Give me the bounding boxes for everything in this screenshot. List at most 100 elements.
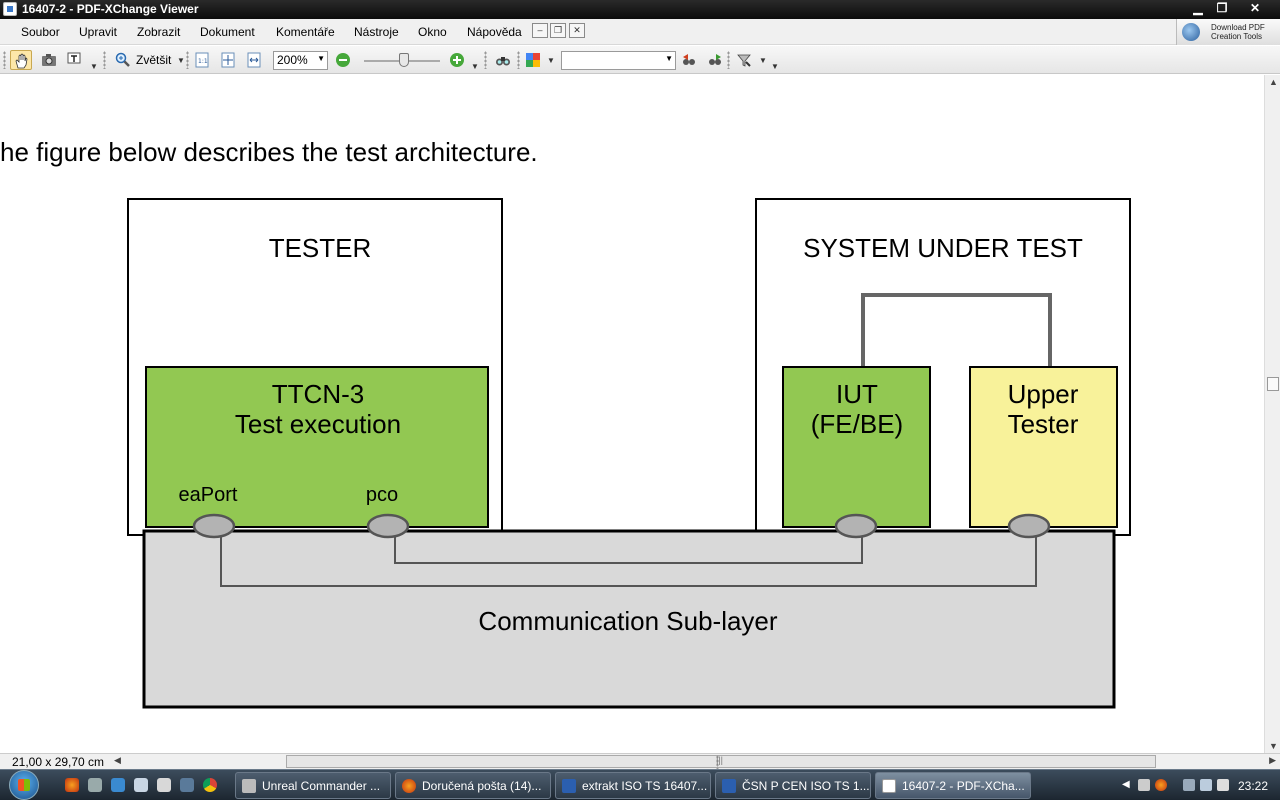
- chevron-down-icon[interactable]: ▼: [90, 62, 98, 71]
- download-label-line2: Creation Tools: [1211, 32, 1262, 41]
- zoom-slider-thumb[interactable]: [399, 53, 409, 67]
- minimize-button[interactable]: ▁: [1193, 1, 1203, 15]
- binoculars-icon: [496, 57, 510, 66]
- menu-dokument[interactable]: Dokument: [200, 25, 255, 39]
- taskbar-button-pdf-viewer[interactable]: 16407-2 - PDF-XCha...: [875, 772, 1031, 799]
- menu-komentare[interactable]: Komentáře: [276, 25, 335, 39]
- search-engine-button[interactable]: [522, 50, 544, 70]
- search-binoculars-button[interactable]: [492, 50, 514, 70]
- task-label: extrakt ISO TS 16407...: [582, 779, 708, 793]
- ea-port: [192, 513, 236, 539]
- monitor-tray-icon[interactable]: [1138, 779, 1150, 791]
- ttcn3-box: [145, 366, 489, 528]
- tools-button[interactable]: [733, 50, 755, 70]
- toolbar-grip[interactable]: [517, 51, 520, 69]
- word-icon: [562, 779, 576, 793]
- fit-width-button[interactable]: [243, 50, 265, 70]
- iut-label-line1: IUT: [836, 379, 878, 409]
- menu-upravit[interactable]: Upravit: [79, 25, 118, 39]
- scroll-right-icon[interactable]: ▶: [1269, 755, 1276, 765]
- toolbar-grip[interactable]: [3, 51, 6, 69]
- chevron-down-icon[interactable]: ▼: [547, 56, 555, 65]
- zoom-in-tool-button[interactable]: [112, 50, 134, 70]
- show-hidden-icons-icon[interactable]: ◀: [1122, 779, 1130, 790]
- chevron-down-icon[interactable]: ▼: [471, 62, 479, 71]
- clock[interactable]: 23:22: [1238, 779, 1269, 793]
- download-pdf-tools-button[interactable]: Download PDF Creation Tools: [1176, 19, 1280, 45]
- firefox-icon[interactable]: [65, 778, 79, 792]
- camera-icon: [42, 54, 56, 66]
- taskbar-button-word-extrakt[interactable]: extrakt ISO TS 16407...: [555, 772, 711, 799]
- google-icon: [526, 53, 540, 67]
- task-label: ČSN P CEN ISO TS 1...: [742, 779, 870, 793]
- chevron-down-icon[interactable]: ▼: [317, 54, 325, 63]
- horizontal-scrollbar[interactable]: ◀ ||| ▶: [112, 754, 1276, 773]
- page-size-label: 21,00 x 29,70 cm: [12, 755, 105, 769]
- chevron-down-icon[interactable]: ▼: [177, 56, 185, 65]
- calculator-icon[interactable]: [157, 778, 171, 792]
- fit-page-button[interactable]: [217, 50, 239, 70]
- document-view[interactable]: he figure below describes the test archi…: [0, 75, 1264, 753]
- sut-title: SYSTEM UNDER TEST: [803, 233, 1083, 263]
- doc-close-button[interactable]: ✕: [569, 23, 585, 38]
- zoom-level-combo[interactable]: 200% ▼: [273, 51, 328, 70]
- minus-circle-icon: [336, 53, 350, 67]
- horizontal-scroll-thumb[interactable]: [286, 755, 1156, 768]
- action-center-icon[interactable]: [1200, 779, 1212, 791]
- vertical-scrollbar[interactable]: ▲ ▼: [1264, 75, 1280, 753]
- zoom-level-value: 200%: [277, 53, 308, 67]
- menu-okno[interactable]: Okno: [418, 25, 447, 39]
- toolbar-grip[interactable]: [103, 51, 106, 69]
- vertical-scroll-thumb[interactable]: [1267, 377, 1279, 391]
- select-text-button[interactable]: [64, 50, 86, 70]
- chevron-down-icon[interactable]: ▼: [771, 62, 779, 71]
- tester-title: TESTER: [269, 233, 372, 263]
- pco-iut-connection: [394, 527, 863, 564]
- menu-napoveda[interactable]: Nápověda: [467, 25, 522, 39]
- toolbar-grip[interactable]: [186, 51, 189, 69]
- internet-explorer-icon[interactable]: [111, 778, 125, 792]
- tools-icon: [737, 54, 751, 67]
- toolbar-grip[interactable]: [484, 51, 487, 69]
- app-tray-icon[interactable]: [1155, 779, 1167, 791]
- task-label: Doručená pošta (14)...: [422, 779, 542, 793]
- unreal-commander-icon[interactable]: [88, 778, 102, 792]
- volume-icon[interactable]: [1217, 779, 1229, 791]
- doc-restore-button[interactable]: ❐: [550, 23, 566, 38]
- menu-soubor[interactable]: Soubor: [21, 25, 60, 39]
- toolbar-grip[interactable]: [727, 51, 730, 69]
- close-button[interactable]: ✕: [1249, 1, 1261, 15]
- chevron-down-icon[interactable]: ▼: [665, 54, 673, 63]
- scroll-down-icon[interactable]: ▼: [1269, 741, 1278, 751]
- desktop-icon[interactable]: [180, 778, 194, 792]
- snapshot-button[interactable]: [38, 50, 60, 70]
- communication-sublayer-label: Communication Sub-layer: [478, 606, 777, 636]
- scroll-grip-icon: |||: [716, 755, 723, 773]
- menu-nastroje[interactable]: Nástroje: [354, 25, 399, 39]
- chrome-icon[interactable]: [203, 778, 217, 792]
- network-tray-icon[interactable]: [1183, 779, 1195, 791]
- zoom-in-button[interactable]: [446, 50, 468, 70]
- pco-port: [366, 513, 410, 539]
- actual-size-button[interactable]: 1:1: [191, 50, 213, 70]
- menu-zobrazit[interactable]: Zobrazit: [137, 25, 181, 39]
- search-input[interactable]: ▼: [561, 51, 676, 70]
- scroll-up-icon[interactable]: ▲: [1269, 77, 1278, 87]
- chevron-down-icon[interactable]: ▼: [759, 56, 767, 65]
- search-next-button[interactable]: [704, 50, 726, 70]
- scroll-left-icon[interactable]: ◀: [114, 755, 121, 765]
- taskbar-button-mail[interactable]: Doručená pošta (14)...: [395, 772, 551, 799]
- hand-tool-button[interactable]: [10, 50, 32, 70]
- zoom-out-button[interactable]: [332, 50, 354, 70]
- taskbar-button-word-csn[interactable]: ČSN P CEN ISO TS 1...: [715, 772, 871, 799]
- start-button[interactable]: [9, 770, 39, 800]
- communication-sublayer-box: [142, 529, 1116, 709]
- zoom-in-label[interactable]: Zvětšit: [136, 53, 172, 67]
- search-previous-button[interactable]: [678, 50, 700, 70]
- maximize-button[interactable]: ❐: [1216, 1, 1228, 15]
- task-label: Unreal Commander ...: [262, 779, 381, 793]
- doc-minimize-button[interactable]: –: [532, 23, 548, 38]
- taskbar-button-unreal-commander[interactable]: Unreal Commander ...: [235, 772, 391, 799]
- notepad-icon[interactable]: [134, 778, 148, 792]
- word-icon: [722, 779, 736, 793]
